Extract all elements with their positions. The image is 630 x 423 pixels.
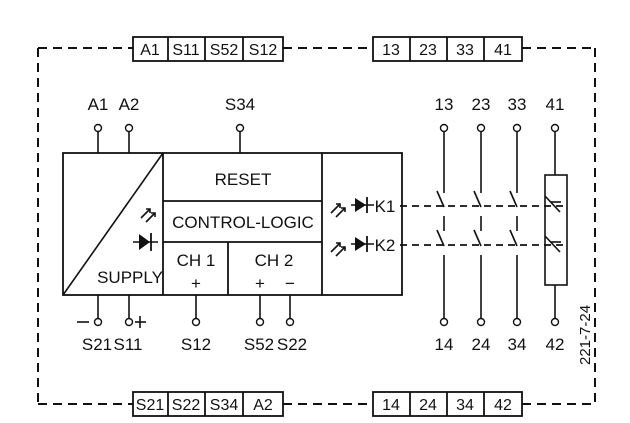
- pin-label-s52: S52: [244, 335, 274, 354]
- pin-label-a1: A1: [88, 95, 109, 114]
- relay-contacts: [400, 123, 568, 327]
- reset-label: RESET: [215, 170, 272, 189]
- ch1-label: CH 1: [177, 251, 216, 270]
- control-logic-label: CONTROL-LOGIC: [172, 213, 314, 232]
- supply-label: SUPPLY: [97, 268, 163, 287]
- ch1-plus-sign: +: [191, 274, 201, 293]
- pin-label-a2: A2: [119, 95, 140, 114]
- terminal-label: S52: [210, 42, 239, 59]
- terminal-label: A2: [253, 397, 273, 414]
- figure-id: 221-7-24: [577, 305, 594, 365]
- pin-label-s34: S34: [225, 95, 255, 114]
- pin-label-s12: S12: [181, 335, 211, 354]
- ch2-label: CH 2: [255, 251, 294, 270]
- top-left-terminal-strip: A1 S11 S52 S12: [132, 36, 284, 62]
- contact-label-13: 13: [435, 95, 454, 114]
- terminal-label: 42: [494, 397, 512, 414]
- relay-k2-label: K2: [375, 236, 396, 255]
- terminal-label: A1: [140, 42, 160, 59]
- pin-label-s11: S11: [114, 335, 143, 354]
- relay-k1-label: K1: [375, 197, 396, 216]
- contact-label-33: 33: [508, 95, 527, 114]
- bottom-pins: [77, 295, 295, 328]
- bottom-left-terminal-strip: S21 S22 S34 A2: [132, 391, 284, 417]
- module-block: [62, 152, 403, 296]
- ch2-minus-sign: −: [285, 274, 295, 293]
- top-right-terminal-strip: 13 23 33 41: [372, 36, 523, 62]
- led-k2-icon: [330, 236, 374, 257]
- pin-label-s22: S22: [277, 335, 307, 354]
- terminal-label: S21: [136, 397, 165, 414]
- terminal-label: 14: [382, 397, 400, 414]
- contact-label-34: 34: [508, 335, 527, 354]
- terminal-label: S11: [172, 42, 199, 59]
- pin-label-s21: S21: [82, 335, 112, 354]
- terminal-label: 24: [419, 397, 437, 414]
- led-supply-icon: [133, 208, 158, 251]
- terminal-label: 13: [382, 42, 400, 59]
- terminal-label: S12: [249, 42, 278, 59]
- contact-label-14: 14: [435, 335, 454, 354]
- top-pins: A1 A2 S34: [88, 95, 255, 153]
- terminal-label: 33: [456, 42, 474, 59]
- contact-label-42: 42: [546, 335, 565, 354]
- ch2-plus-sign: +: [255, 274, 265, 293]
- contact-label-41: 41: [546, 95, 565, 114]
- terminal-label: S34: [210, 397, 239, 414]
- terminal-label: 23: [419, 42, 437, 59]
- housing-outline: [37, 47, 596, 405]
- terminal-label: 41: [494, 42, 512, 59]
- contact-label-23: 23: [472, 95, 491, 114]
- led-k1-icon: [330, 197, 374, 218]
- terminal-label: 34: [456, 397, 474, 414]
- bottom-right-terminal-strip: 14 24 34 42: [372, 391, 523, 417]
- contact-label-24: 24: [472, 335, 491, 354]
- terminal-label: S22: [172, 397, 201, 414]
